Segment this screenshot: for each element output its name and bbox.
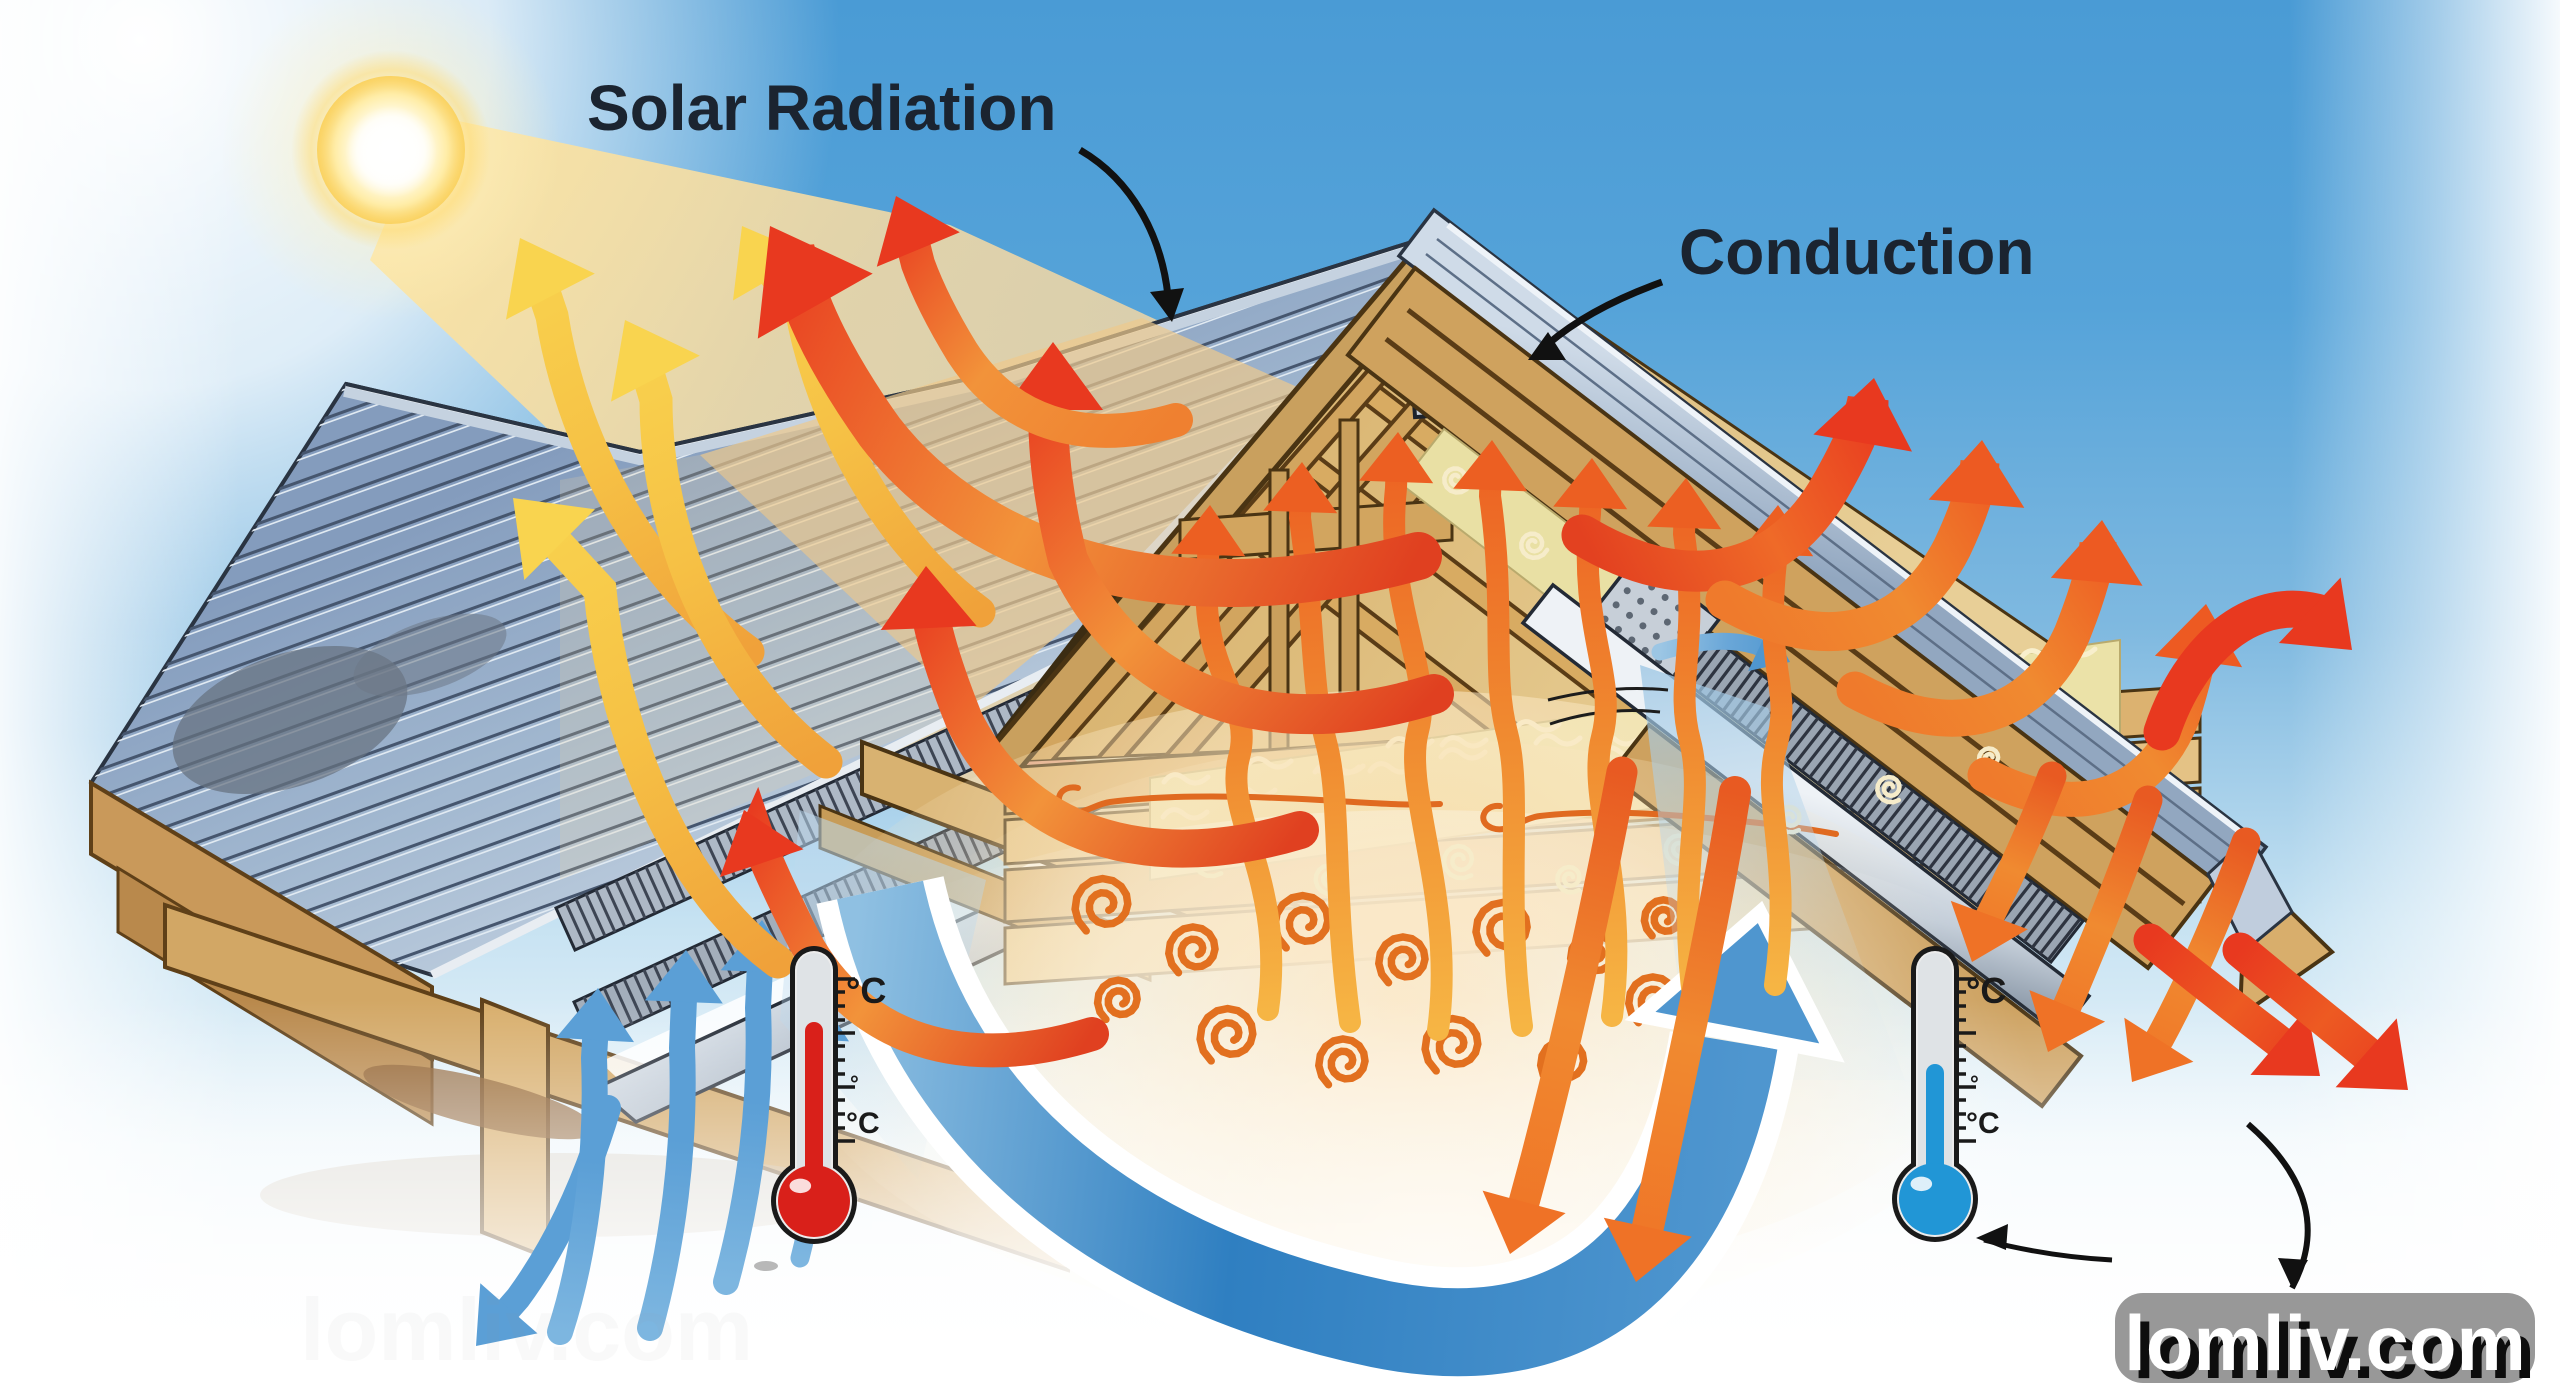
svg-text:lomliv.com: lomliv.com [2133, 1307, 2535, 1395]
svg-text:lomliv.com: lomliv.com [2124, 1299, 2526, 1387]
svg-text:°: ° [1970, 1071, 1979, 1096]
svg-text:Conduction: Conduction [1679, 216, 2034, 288]
svg-text:°C: °C [846, 1107, 880, 1140]
svg-text:lomliv.com: lomliv.com [300, 1280, 753, 1379]
svg-text:Solar Radiation: Solar Radiation [587, 72, 1056, 144]
svg-text:°C: °C [1966, 1107, 2000, 1140]
svg-text:°C: °C [846, 970, 886, 1011]
svg-text:°C: °C [1966, 970, 2006, 1011]
svg-text:°: ° [850, 1071, 859, 1096]
